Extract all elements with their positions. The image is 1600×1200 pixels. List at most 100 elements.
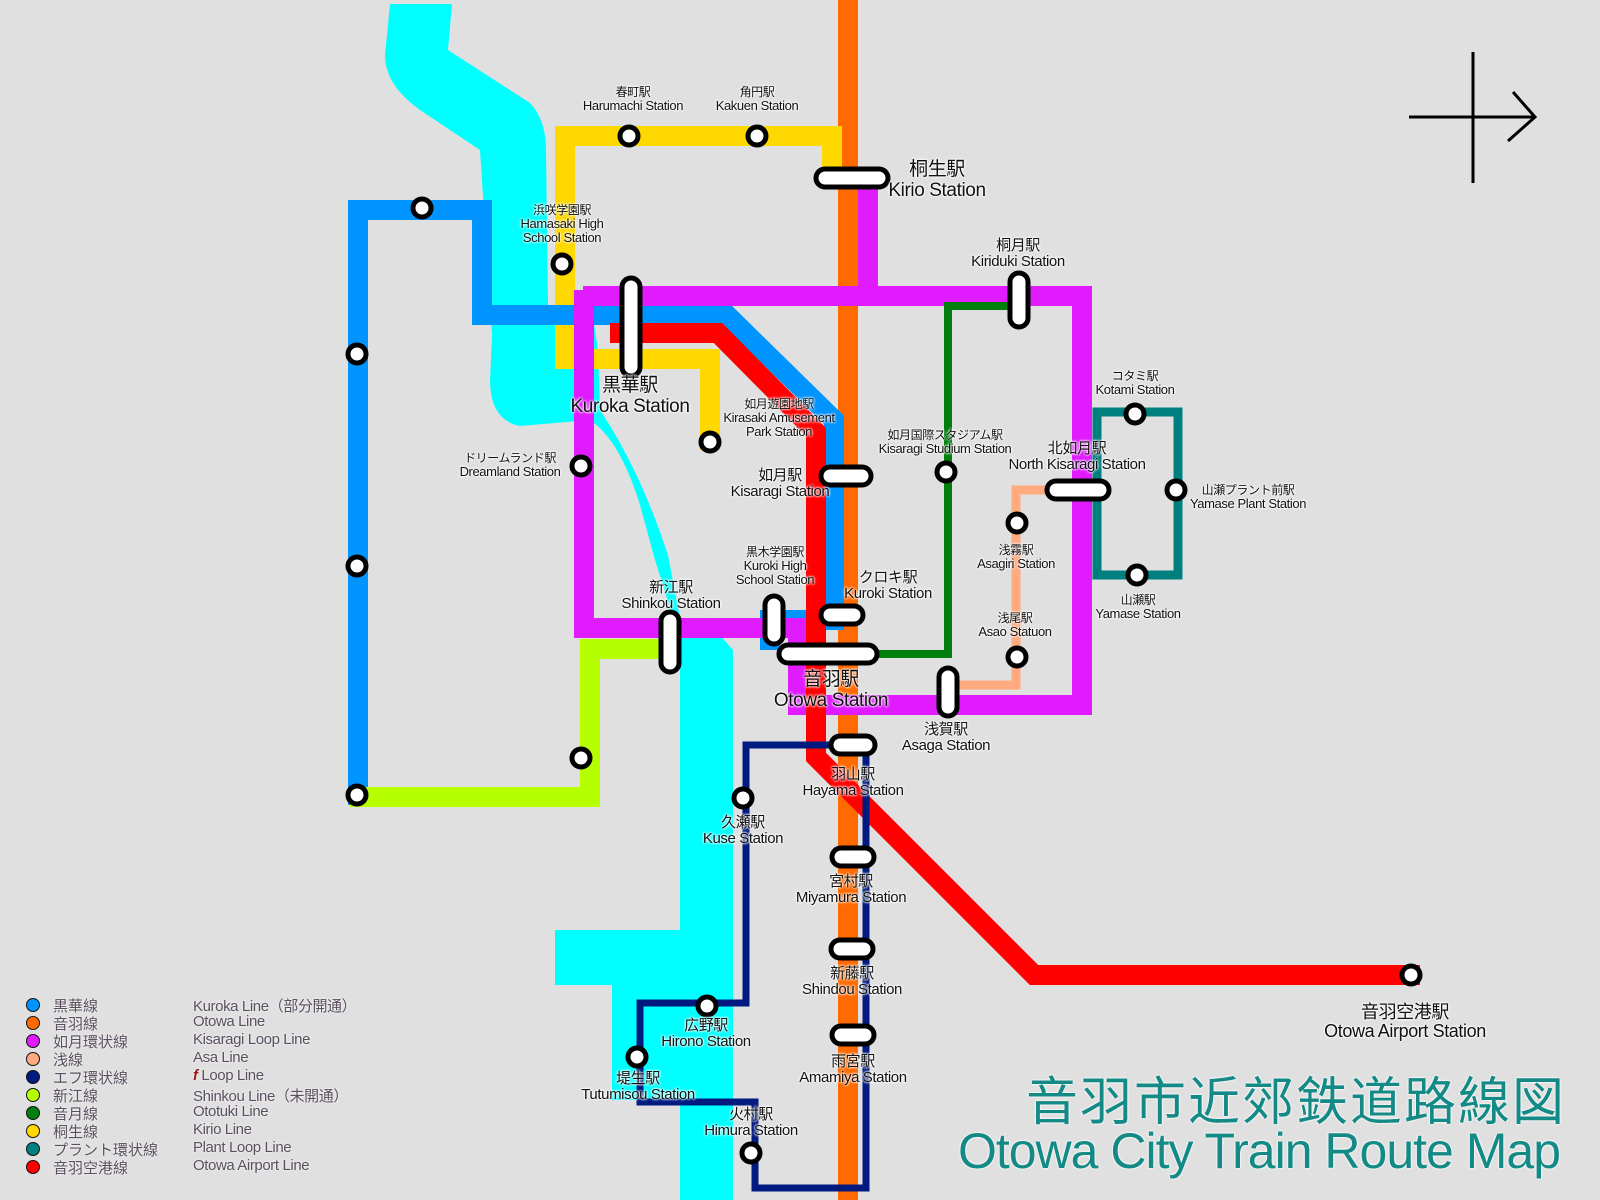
station-marker-asaga[interactable] — [936, 665, 960, 719]
station-name-en: Hamasaki High — [520, 215, 604, 231]
station-name-en: Miyamura Station — [795, 889, 907, 907]
station-marker-unnamed[interactable] — [345, 342, 369, 366]
station-marker-north-kisaragi[interactable] — [1044, 478, 1112, 502]
station-name-ja: 広野駅 — [684, 1017, 728, 1034]
map-title-en: Otowa City Train Route Map — [957, 1123, 1561, 1179]
station-marker-unnamed[interactable] — [345, 783, 369, 807]
station-marker-miyamura[interactable] — [829, 845, 877, 869]
station-marker-hirono[interactable] — [695, 994, 719, 1018]
station-name-en: Kuroka Station — [570, 395, 690, 417]
line-color-swatch-icon — [26, 1070, 40, 1084]
station-name-ja: 黒木学園駅 — [745, 545, 805, 559]
station-marker-yamase[interactable] — [1125, 563, 1149, 587]
legend-label-ja: 如月環状線 — [53, 1034, 129, 1051]
station-marker-kirasaki[interactable] — [698, 430, 722, 454]
legend-label-en: f Loop Line — [193, 1067, 264, 1084]
station-name-en: Asao Statuon — [978, 623, 1052, 639]
station-marker-unnamed[interactable] — [569, 746, 593, 770]
station-marker-kuroki-high[interactable] — [762, 593, 786, 647]
station-name-en: Asagiri Station — [977, 555, 1055, 571]
station-marker-kiriduki[interactable] — [1007, 270, 1031, 330]
line-color-swatch-icon — [26, 1016, 40, 1030]
station-name-en: School Station — [735, 571, 815, 587]
station-name-ja: 春町駅 — [615, 85, 651, 99]
station-name-ja: 黒華駅 — [602, 375, 658, 396]
station-name-en: Kuse Station — [702, 830, 784, 848]
station-name-ja: 浅霧駅 — [998, 543, 1034, 557]
station-name-ja: 久瀬駅 — [721, 814, 765, 831]
station-name-en: Park Station — [745, 423, 813, 439]
legend-label-ja: 音羽空港線 — [53, 1160, 129, 1177]
station-marker-asagiri[interactable] — [1005, 511, 1029, 535]
station-marker-unnamed[interactable] — [410, 196, 434, 220]
station-name-en: Kirio Station — [888, 179, 986, 201]
station-name-en: Kotami Station — [1095, 381, 1175, 397]
station-marker-unnamed[interactable] — [345, 554, 369, 578]
station-marker-tutumisou[interactable] — [625, 1045, 649, 1069]
station-marker-dreamland[interactable] — [569, 454, 593, 478]
station-name-ja: 如月遊園地駅 — [744, 397, 814, 411]
station-marker-otowa[interactable] — [776, 642, 880, 666]
station-marker-kotami[interactable] — [1123, 402, 1147, 426]
line-color-swatch-icon — [26, 1142, 40, 1156]
station-marker-hamasaki[interactable] — [550, 252, 574, 276]
river — [385, 4, 733, 1200]
station-name-en: Yamase Plant Station — [1189, 495, 1307, 511]
station-marker-kuroka[interactable] — [619, 275, 643, 379]
station-marker-amamiya[interactable] — [829, 1023, 877, 1047]
line-otowa-airport — [610, 323, 1420, 985]
station-marker-stadium[interactable] — [934, 460, 958, 484]
station-name-en: Hayama Station — [802, 782, 904, 800]
station-marker-kirio[interactable] — [813, 166, 891, 190]
station-marker-yamase-plant[interactable] — [1164, 478, 1188, 502]
station-name-ja: 雨宮駅 — [831, 1053, 875, 1070]
station-marker-kakuen[interactable] — [745, 124, 769, 148]
station-name-ja: クロキ駅 — [858, 569, 918, 586]
station-marker-harumachi[interactable] — [617, 124, 641, 148]
legend-label-ja: 桐生線 — [53, 1124, 99, 1141]
station-marker-asao[interactable] — [1005, 645, 1029, 669]
station-marker-shinkou[interactable] — [658, 609, 682, 675]
station-name-ja: 山瀬駅 — [1120, 593, 1156, 607]
station-marker-himura[interactable] — [739, 1141, 763, 1165]
station-marker-hayama[interactable] — [828, 733, 878, 757]
station-marker-kisaragi[interactable] — [818, 464, 874, 488]
station-marker-kuse[interactable] — [731, 786, 755, 810]
station-marker-otowa-airport[interactable] — [1399, 963, 1423, 987]
station-marker-shindou[interactable] — [828, 937, 876, 961]
station-marker-kuroki[interactable] — [818, 603, 866, 627]
station-name-en: Shindou Station — [802, 981, 902, 999]
